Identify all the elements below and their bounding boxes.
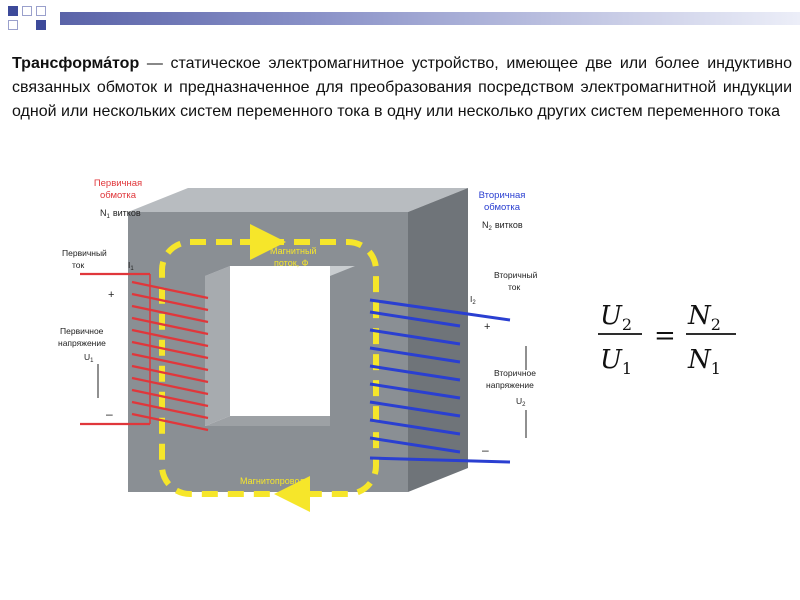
primary-winding-label-2: обмотка xyxy=(100,190,137,201)
voltage-ratio-formula: U2 U1 = N2 N1 xyxy=(598,301,736,378)
primary-current-label-2: ток xyxy=(72,260,85,270)
secondary-minus: – xyxy=(482,443,489,457)
header-square-outline-icon xyxy=(22,6,32,16)
secondary-voltage-label-2: напряжение xyxy=(486,380,534,390)
definition-term: Трансформа́тор xyxy=(12,55,140,72)
formula-n1: N1 xyxy=(687,345,721,378)
secondary-winding xyxy=(369,298,511,464)
primary-current-label: Первичный xyxy=(62,248,107,258)
core-window-left xyxy=(205,266,230,426)
primary-minus: – xyxy=(106,407,113,421)
primary-winding xyxy=(80,272,209,432)
header-square-outline-icon xyxy=(36,6,46,16)
header-bar xyxy=(0,0,800,40)
core-label: Магнитопровод xyxy=(240,476,305,486)
formula-equals: = xyxy=(654,321,676,351)
secondary-voltage-symbol: U2 xyxy=(516,396,526,408)
primary-voltage-label-2: напряжение xyxy=(58,338,106,348)
secondary-winding-label: Вторичная xyxy=(479,190,526,201)
formula-u1: U1 xyxy=(600,345,632,378)
secondary-voltage-label: Вторичное xyxy=(494,368,536,378)
primary-winding-label: Первичная xyxy=(94,178,142,189)
formula-u2: U2 xyxy=(600,301,632,334)
header-square-filled-icon xyxy=(8,6,18,16)
flux-label: Магнитный xyxy=(270,246,316,256)
core-window-bottom xyxy=(205,416,330,426)
secondary-plus: + xyxy=(484,321,490,333)
primary-voltage-symbol: U1 xyxy=(84,352,94,364)
secondary-winding-label-2: обмотка xyxy=(484,202,521,213)
header-gradient-bar xyxy=(60,12,800,25)
definition-text: — статическое электромагнитное устройств… xyxy=(12,55,792,120)
primary-plus: + xyxy=(108,289,114,301)
flux-label-2: поток, Ф xyxy=(274,258,309,268)
secondary-current-symbol: I2 xyxy=(470,294,476,306)
secondary-current-label-2: ток xyxy=(508,282,521,292)
primary-current-symbol: I1 xyxy=(128,260,134,272)
header-square-outline-icon xyxy=(8,20,18,30)
secondary-current-label: Вторичный xyxy=(494,270,538,280)
primary-voltage-label: Первичное xyxy=(60,326,104,336)
core-top-face xyxy=(128,188,468,212)
core-window-back xyxy=(230,266,330,416)
definition-paragraph: Трансформа́тор — статическое электромагн… xyxy=(12,52,792,124)
header-square-filled-icon xyxy=(36,20,46,30)
formula-n2: N2 xyxy=(687,301,721,334)
